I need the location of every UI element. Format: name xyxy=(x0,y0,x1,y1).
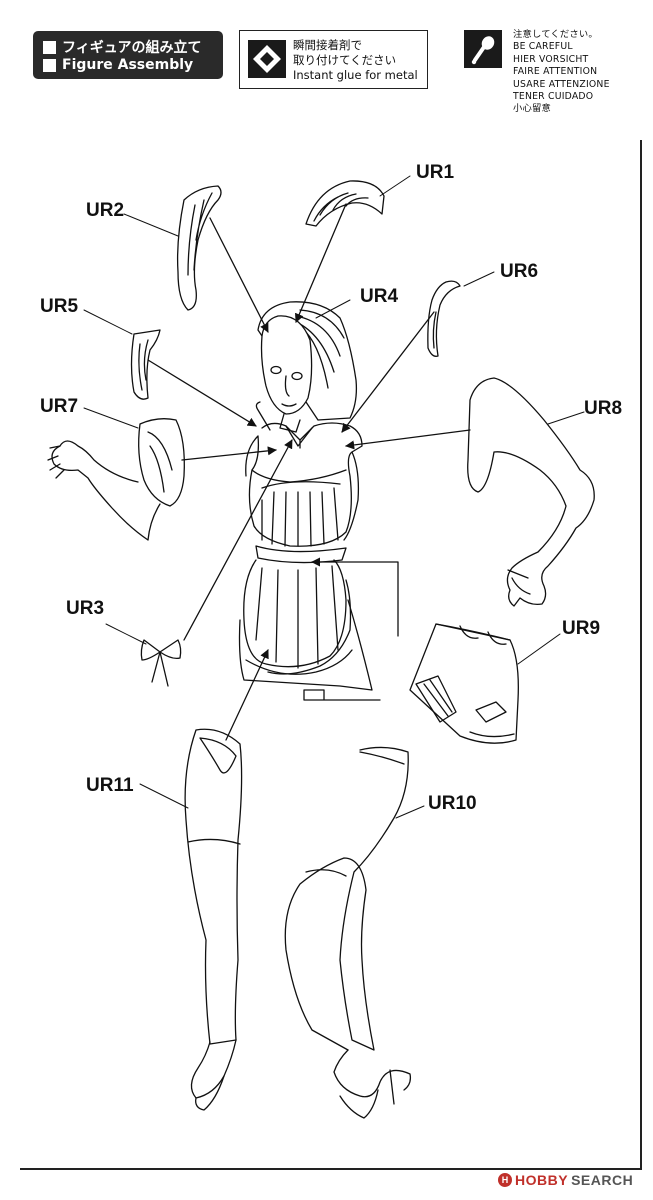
caution-line: FAIRE ATTENTION xyxy=(513,66,598,78)
part-ur4-head-torso xyxy=(238,301,373,691)
caution-line: 小心留意 xyxy=(513,103,551,115)
frame-right-line xyxy=(640,140,642,1168)
section-title-box: フィギュアの組み立て Figure Assembly xyxy=(33,31,223,79)
label-ur9: UR9 xyxy=(562,618,601,639)
watermark-hobby: HOBBY xyxy=(515,1172,569,1188)
glue-note-line2: 取り付けてください xyxy=(293,53,397,67)
label-ur7: UR7 xyxy=(40,396,79,417)
part-ur9-skirt-back xyxy=(409,623,519,744)
part-ur8-right-arm xyxy=(467,377,595,607)
part-ur7-left-arm xyxy=(47,418,185,541)
caution-text: 注意してください。 BE CAREFUL HIER VORSICHT FAIRE… xyxy=(513,29,610,116)
square-bullet-icon xyxy=(43,58,56,72)
square-bullet-icon xyxy=(43,40,56,54)
section-title-en: Figure Assembly xyxy=(62,57,194,73)
label-ur1: UR1 xyxy=(416,162,455,183)
part-ur11-left-leg xyxy=(184,728,243,1111)
label-ur8: UR8 xyxy=(584,398,623,419)
label-ur11: UR11 xyxy=(86,775,134,796)
label-ur3: UR3 xyxy=(66,598,105,619)
part-ur6-hair-strand xyxy=(427,280,461,357)
glue-note-line3: Instant glue for metal xyxy=(293,68,418,82)
frame-bottom-line xyxy=(20,1168,642,1170)
label-ur10: UR10 xyxy=(428,793,477,814)
glue-note-box: 瞬間接着剤で 取り付けてください Instant glue for metal xyxy=(239,30,428,89)
caution-line: 注意してください。 xyxy=(513,29,598,40)
part-ur2-ponytail xyxy=(176,185,222,311)
part-ur3-bow xyxy=(140,639,182,687)
glue-note-text: 瞬間接着剤で 取り付けてください Instant glue for metal xyxy=(293,38,418,83)
caution-line: TENER CUIDADO xyxy=(513,91,594,103)
part-ur1-hair-piece xyxy=(305,180,385,227)
caution-line: BE CAREFUL xyxy=(513,41,573,53)
caution-line: USARE ATTENZIONE xyxy=(513,78,610,90)
label-ur6: UR6 xyxy=(500,261,539,282)
watermark-search: SEARCH xyxy=(571,1172,634,1188)
caution-drop-icon xyxy=(464,30,502,68)
section-title-jp: フィギュアの組み立て xyxy=(62,40,202,56)
label-ur4: UR4 xyxy=(360,286,399,307)
leader-lines xyxy=(83,175,585,819)
part-ur5-hair-strand xyxy=(130,329,161,400)
hobby-search-watermark: H HOBBY SEARCH xyxy=(498,1172,633,1188)
diamond-glue-icon xyxy=(248,40,286,78)
title-en-row: Figure Assembly xyxy=(43,57,193,73)
label-ur2: UR2 xyxy=(86,200,125,221)
glue-note-line1: 瞬間接着剤で xyxy=(293,38,362,52)
label-ur5: UR5 xyxy=(40,296,79,317)
hobby-search-logo-icon: H xyxy=(498,1173,512,1187)
assembly-arrows xyxy=(147,203,471,741)
caution-line: HIER VORSICHT xyxy=(513,53,589,65)
title-jp-row: フィギュアの組み立て xyxy=(43,37,201,57)
part-ur10-right-leg xyxy=(284,746,412,1119)
